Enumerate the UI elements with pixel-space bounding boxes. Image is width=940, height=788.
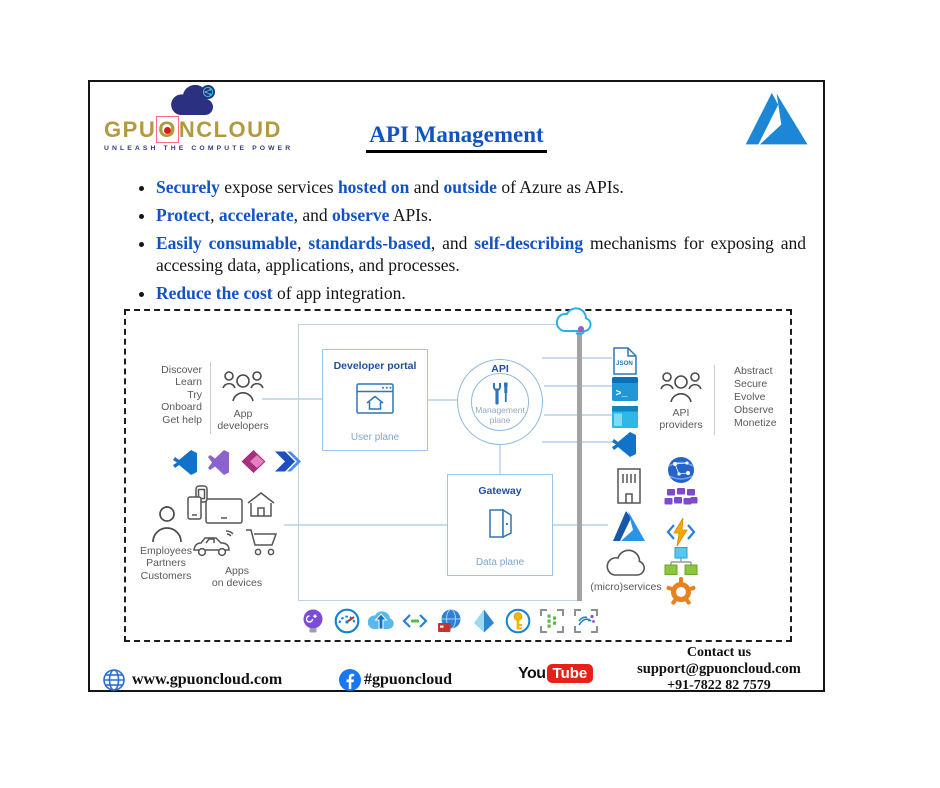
api-providers-icon bbox=[660, 372, 702, 403]
brand-o-dot bbox=[164, 127, 172, 135]
azure-cloud-icon bbox=[555, 307, 592, 336]
browser-home-icon bbox=[356, 383, 394, 414]
azure-icon bbox=[613, 511, 645, 541]
apps-on-devices-label: Apps on devices bbox=[211, 565, 263, 590]
page-title: API Management bbox=[366, 122, 547, 153]
gauge-icon bbox=[334, 608, 360, 634]
app-developers-icon bbox=[222, 371, 264, 402]
data-flow-icon bbox=[574, 609, 598, 633]
management-plane-circle: Management plane bbox=[471, 373, 529, 431]
globe-icon bbox=[103, 669, 125, 691]
shopping-cart-icon bbox=[246, 529, 278, 556]
brand-logo: GPUONCLOUD UNLEASH THE COMPUTE POWER bbox=[104, 84, 294, 152]
app-service-globe-icon bbox=[668, 457, 694, 483]
vscode-icon bbox=[612, 432, 636, 457]
developer-portal-box: Developer portal User plane bbox=[322, 349, 428, 451]
bullet-section: Securely expose services hosted on and o… bbox=[134, 176, 806, 310]
microservices-label: (micro)services bbox=[590, 581, 662, 593]
divider bbox=[714, 365, 715, 435]
phone-watch-tablet-icon bbox=[187, 485, 243, 524]
key-vault-icon bbox=[505, 608, 531, 634]
api-management-diagram: Developer portal User plane API Ma bbox=[124, 307, 792, 642]
azure-capability-icons bbox=[300, 608, 599, 634]
visual-studio-icon bbox=[208, 450, 229, 475]
terminal-prompt: >_ bbox=[616, 389, 629, 400]
power-automate-icon bbox=[275, 451, 301, 472]
cloud-logo-icon bbox=[171, 84, 215, 115]
facebook-icon[interactable] bbox=[338, 668, 362, 692]
api-circle: API Management plane bbox=[457, 359, 543, 445]
app-window-icon bbox=[612, 406, 638, 428]
container-blocks-icon bbox=[664, 488, 698, 505]
website-link[interactable]: www.gpuoncloud.com bbox=[132, 671, 283, 688]
api-provider-activities: Abstract Secure Evolve Observe Monetize bbox=[734, 365, 777, 429]
gateway-title: Gateway bbox=[478, 485, 522, 497]
youtube-tube-badge: Tube bbox=[546, 664, 594, 683]
youtube-logo[interactable]: You Tube bbox=[518, 664, 594, 683]
user-plane-label: User plane bbox=[350, 432, 400, 443]
dev-tools-row bbox=[172, 449, 302, 476]
brand-name: GPUONCLOUD bbox=[104, 116, 282, 143]
json-label: JSON bbox=[616, 360, 633, 367]
contact-phone: +91-7822 82 7579 bbox=[667, 677, 771, 693]
contact-email[interactable]: support@gpuoncloud.com bbox=[637, 661, 801, 678]
flowchart-icon bbox=[664, 547, 698, 575]
consumers-person-icon bbox=[152, 506, 182, 543]
divider bbox=[210, 362, 211, 434]
app-developer-activities: Discover Learn Try Onboard Get help bbox=[161, 364, 202, 426]
power-apps-icon bbox=[241, 450, 266, 473]
cloud-outline-icon bbox=[606, 549, 645, 576]
slide-card: GPUONCLOUD UNLEASH THE COMPUTE POWER API… bbox=[88, 80, 825, 694]
bullet-item: Protect, accelerate, and observe APIs. bbox=[156, 204, 806, 227]
data-plane-label: Data plane bbox=[475, 557, 525, 568]
bullet-item: Securely expose services hosted on and o… bbox=[156, 176, 806, 199]
devices-cluster bbox=[184, 485, 290, 565]
brand-o-highlight: O bbox=[156, 116, 179, 143]
gateway-box: Gateway Data plane bbox=[447, 474, 553, 576]
connected-car-icon bbox=[193, 530, 234, 557]
contact-heading: Contact us bbox=[686, 645, 752, 660]
app-developers-label: App developers bbox=[217, 408, 269, 433]
facebook-handle[interactable]: #gpuoncloud bbox=[364, 671, 453, 688]
idea-bulb-icon bbox=[303, 609, 323, 633]
web-payment-icon bbox=[438, 609, 461, 632]
code-brackets-icon bbox=[402, 614, 428, 628]
bullet-item: Easily consumable, standards-based, and … bbox=[156, 232, 806, 278]
azure-logo-icon bbox=[745, 92, 808, 145]
service-mesh-gear-icon bbox=[666, 577, 696, 605]
json-file-icon: JSON bbox=[613, 347, 637, 375]
house-icon bbox=[247, 492, 275, 517]
functions-icon bbox=[666, 517, 696, 547]
developer-portal-title: Developer portal bbox=[333, 360, 417, 372]
api-providers-label: API providers bbox=[659, 407, 703, 432]
pyramid-icon bbox=[474, 609, 494, 633]
vscode-icon bbox=[173, 450, 197, 475]
gateway-door-icon bbox=[489, 508, 512, 539]
api-title: API bbox=[491, 363, 509, 375]
event-grid-icon bbox=[540, 609, 564, 633]
bullet-item: Reduce the cost of app integration. bbox=[156, 282, 806, 305]
terminal-icon: >_ bbox=[612, 377, 638, 401]
consumers-label: Employees Partners Customers bbox=[140, 545, 192, 582]
building-icon bbox=[617, 468, 641, 504]
bullet-list: Securely expose services hosted on and o… bbox=[134, 176, 806, 305]
brand-tagline: UNLEASH THE COMPUTE POWER bbox=[104, 145, 294, 152]
youtube-you-text: You bbox=[518, 664, 546, 682]
management-plane-label: Management plane bbox=[475, 405, 525, 425]
cloud-sync-icon bbox=[368, 611, 394, 630]
tools-icon bbox=[493, 382, 508, 405]
apim-boundary-edge bbox=[577, 324, 582, 601]
contact-block: Contact us support@gpuoncloud.com +91-78… bbox=[614, 645, 824, 694]
